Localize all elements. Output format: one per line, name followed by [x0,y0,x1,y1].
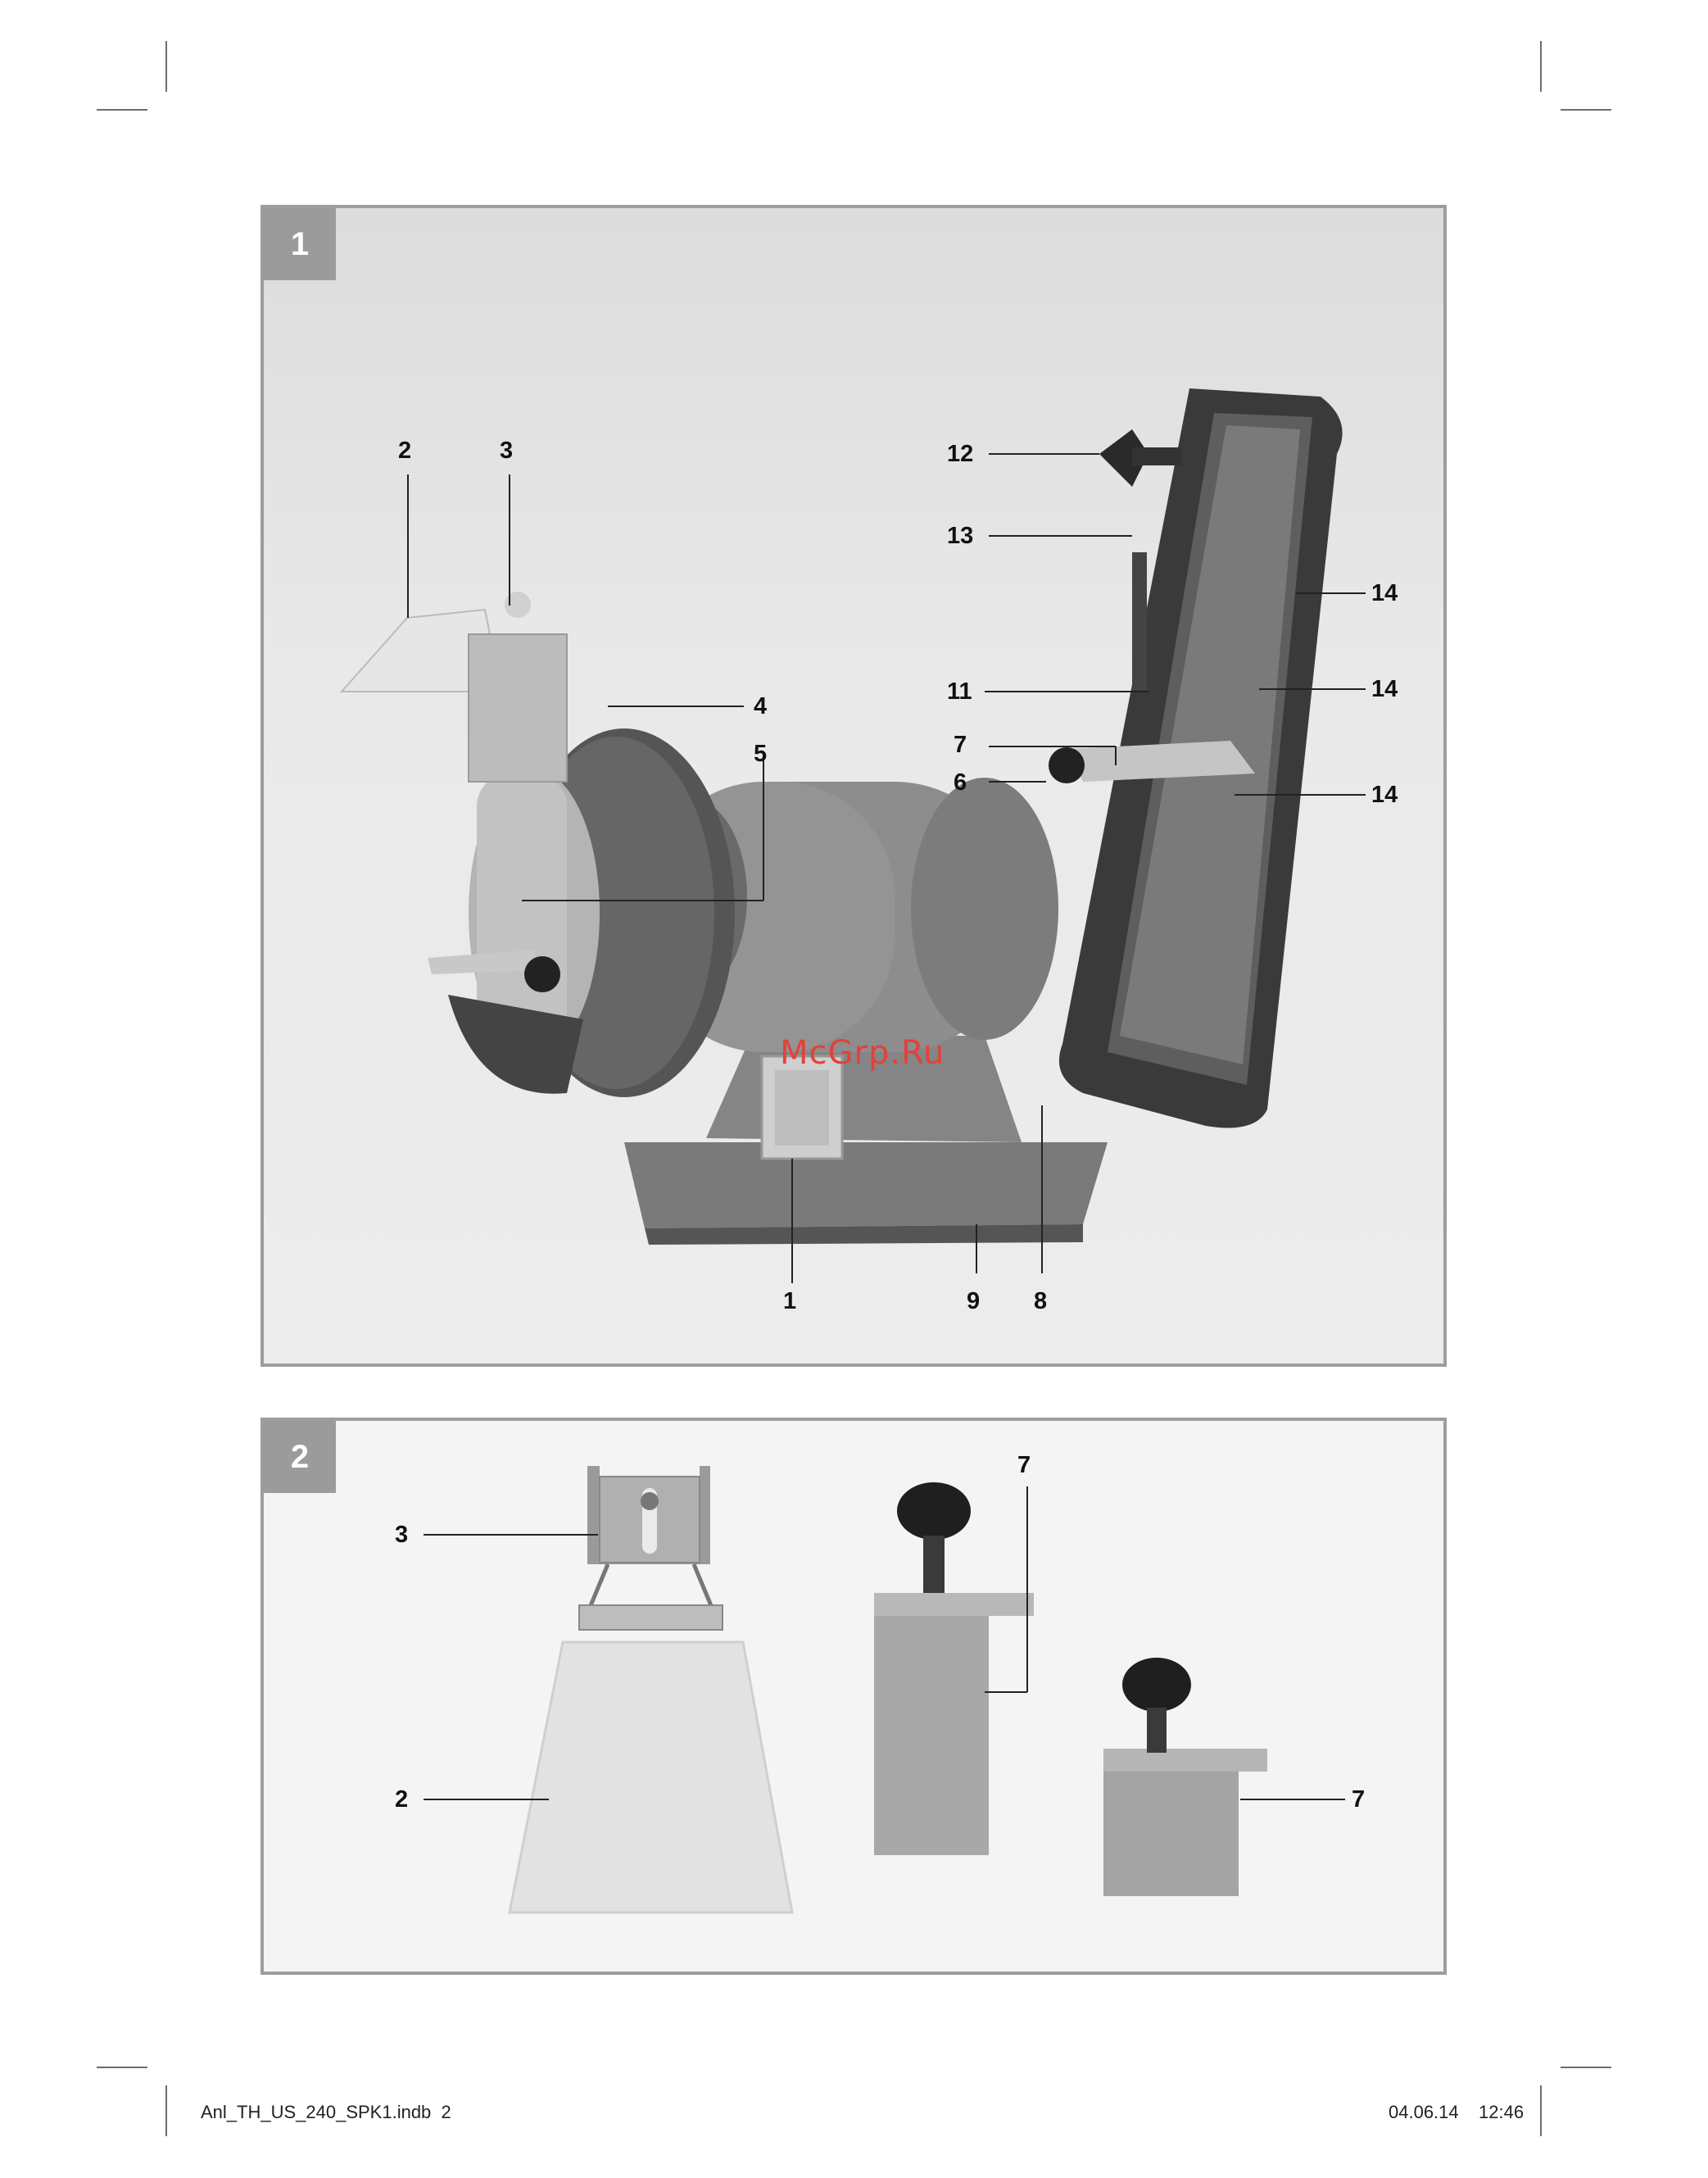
callout-7-tool-rest: 7 [1017,1454,1031,1477]
callout-9-base: 9 [967,1290,980,1314]
figure-1-panel: 1 [261,205,1447,1367]
callout-leader-lines [264,208,1443,1364]
crop-mark [165,2085,167,2136]
callout-leader-lines [264,1421,1443,1972]
callout-12-tension-knob: 12 [947,442,973,466]
crop-mark [1540,2085,1542,2136]
crop-mark [97,109,147,111]
footer-date: 04.06.14 [1389,2102,1459,2123]
crop-mark [165,41,167,92]
callout-14-screw: 14 [1371,582,1398,606]
crop-mark [1540,41,1542,92]
callout-1-switch: 1 [783,1290,796,1314]
callout-2-eye-shield: 2 [395,1788,408,1812]
callout-7-tool-rest: 7 [1352,1788,1365,1812]
callout-8-mounting-hole: 8 [1034,1290,1047,1314]
figure-2-panel: 2 3 2 7 7 [261,1418,1447,1975]
callout-3-shield-holder: 3 [500,439,513,463]
crop-mark [1561,2067,1611,2068]
callout-13-spring: 13 [947,524,973,548]
crop-mark [97,2067,147,2068]
callout-11-sanding-belt: 11 [947,680,972,704]
callout-6-fastening-knob: 6 [954,771,967,795]
footer-filename: Anl_TH_US_240_SPK1.indb 2 [201,2102,451,2123]
callout-14-screw: 14 [1371,783,1398,807]
callout-5-grinding-wheel: 5 [754,742,767,766]
footer-time: 12:46 [1479,2102,1524,2123]
crop-mark [1561,109,1611,111]
callout-2-eye-shield: 2 [398,439,411,463]
callout-3-shield-holder: 3 [395,1523,408,1547]
callout-14-screw: 14 [1371,678,1398,701]
watermark: McGrp.Ru [780,1034,945,1072]
callout-4-wheel-guard: 4 [754,695,767,719]
callout-7-tool-rest: 7 [954,733,967,757]
